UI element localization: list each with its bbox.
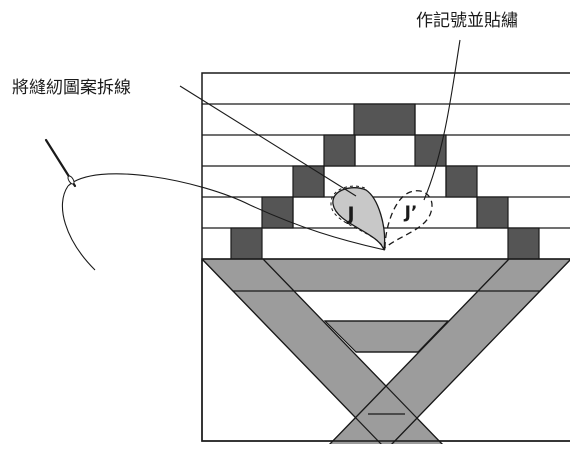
lower-section — [202, 259, 570, 444]
top-label-leader — [423, 39, 461, 201]
dark-block — [292, 165, 325, 198]
lower-outlines — [202, 259, 570, 444]
piece-j-stitch — [330, 185, 386, 251]
needle-icon — [44, 138, 77, 188]
lower-frame — [201, 258, 570, 442]
dark-block — [323, 134, 356, 167]
unpick-stitch-label: 將縫紉圖案拆線 — [12, 78, 131, 98]
thread — [67, 173, 386, 251]
dark-blocks — [230, 103, 540, 260]
piece-j-shape — [332, 187, 386, 251]
piece-j-prime-label: J’ — [404, 203, 418, 223]
piece-j-label: J — [345, 203, 354, 225]
dark-block — [445, 165, 478, 198]
dark-block — [414, 134, 447, 167]
outline-line — [391, 259, 570, 444]
mark-and-applique-label: 作記號並貼繡 — [416, 11, 518, 31]
dark-block — [353, 103, 416, 136]
outline-line — [202, 259, 382, 444]
outline-line — [262, 259, 443, 444]
thread-tail — [61, 185, 96, 271]
outline-line — [329, 259, 510, 444]
left-label-leader — [179, 85, 357, 197]
dark-block — [476, 196, 509, 229]
dark-block — [507, 227, 540, 260]
dark-block — [230, 227, 263, 260]
